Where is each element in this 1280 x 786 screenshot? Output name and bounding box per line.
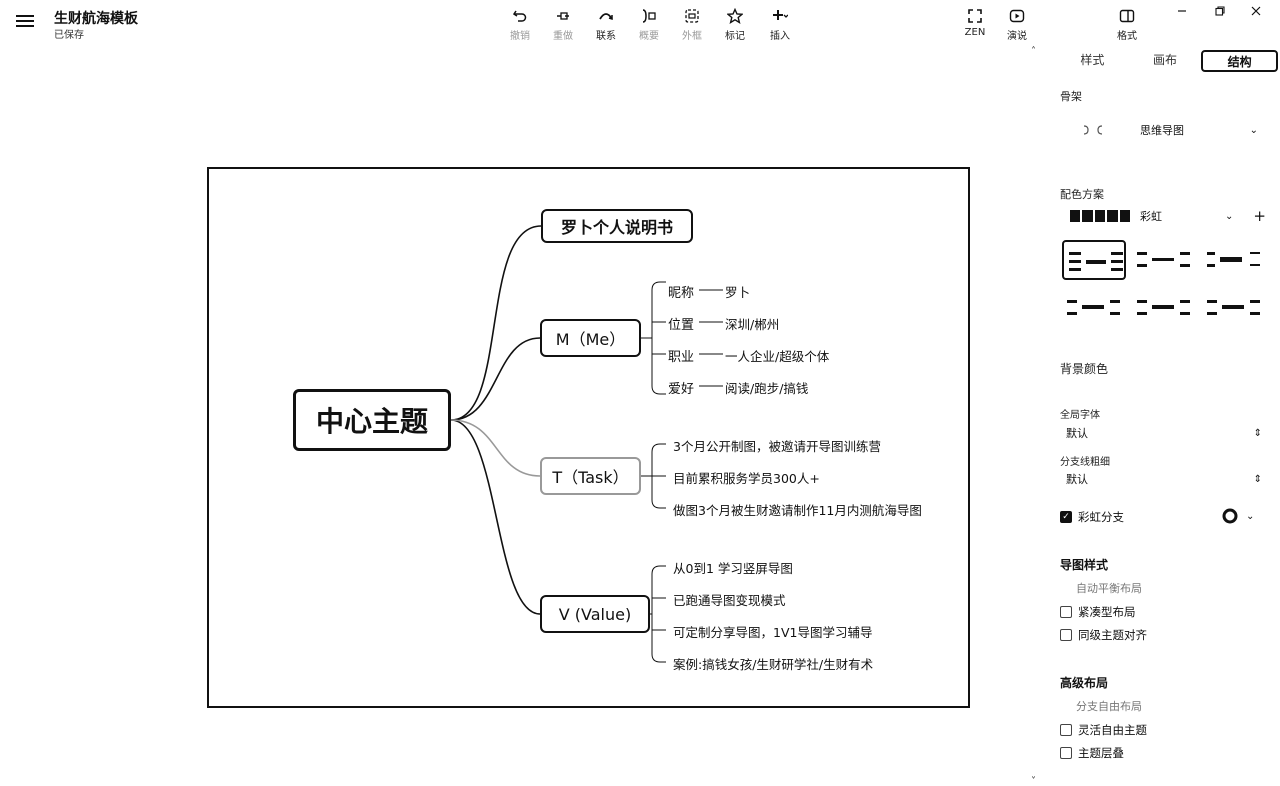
value-item[interactable]: 从0到1 学习竖屏导图	[673, 561, 793, 576]
close-icon[interactable]	[1250, 2, 1272, 18]
advanced-layout-note: 分支自由布局	[1076, 700, 1142, 713]
value-item[interactable]: 可定制分享导图，1V1导图学习辅导	[673, 625, 873, 640]
task-item[interactable]: 3个月公开制图，被邀请开导图训练营	[673, 439, 881, 454]
color-scheme-label: 配色方案	[1060, 188, 1104, 201]
branch-task[interactable]: T（Task）	[540, 457, 641, 495]
format-button[interactable]: 格式	[1105, 6, 1149, 42]
structure-select[interactable]: 思维导图 ⌄	[1082, 120, 1258, 140]
plus-icon	[758, 6, 802, 26]
marker-button[interactable]: 标记	[713, 6, 757, 42]
scroll-down-icon[interactable]: ˅	[1031, 776, 1036, 786]
restore-icon[interactable]	[1214, 2, 1236, 18]
me-location-value[interactable]: 深圳/郴州	[725, 317, 780, 332]
relation-button[interactable]: 联系	[584, 6, 628, 42]
branch-width-label: 分支线粗细	[1060, 457, 1110, 468]
title-topic[interactable]: 罗卜个人说明书	[541, 209, 693, 243]
map-style-note: 自动平衡布局	[1076, 582, 1142, 595]
layout-option[interactable]	[1202, 288, 1266, 328]
value-item[interactable]: 案例:搞钱女孩/生财研学社/生财有术	[673, 657, 874, 672]
undo-icon	[498, 6, 542, 26]
me-hobby-topic[interactable]: 爱好	[668, 382, 695, 397]
color-scheme-select[interactable]: 彩虹 ⌄ +	[1070, 206, 1266, 226]
me-hobby-value[interactable]: 阅读/跑步/搞钱	[725, 381, 809, 396]
chevron-down-icon[interactable]: ⌄	[1225, 210, 1234, 222]
align-siblings-toggle[interactable]: 同级主题对齐	[1060, 627, 1147, 643]
layout-option[interactable]	[1132, 288, 1196, 328]
chevron-down-icon: ⌄	[1246, 510, 1255, 522]
menu-icon[interactable]	[14, 12, 36, 32]
chevron-down-icon: ⌄	[1249, 124, 1258, 136]
scroll-up-icon[interactable]: ˄	[1031, 46, 1036, 57]
branch-value[interactable]: V (Value)	[540, 595, 650, 633]
checkbox-icon	[1060, 629, 1072, 641]
undo-button[interactable]: 撤销	[498, 6, 542, 42]
add-scheme-icon[interactable]: +	[1253, 207, 1266, 225]
layout-option[interactable]	[1062, 288, 1126, 328]
insert-button[interactable]: 插入	[758, 6, 802, 42]
document-title[interactable]: 生财航海模板	[54, 11, 138, 27]
checkbox-icon	[1060, 747, 1072, 759]
checkbox-checked-icon: ✓	[1060, 511, 1072, 523]
panel-tabs: 样式 画布 结构	[1056, 50, 1279, 72]
layout-options	[1060, 240, 1280, 330]
layout-option[interactable]	[1062, 240, 1126, 280]
flexible-topic-toggle[interactable]: 灵活自由主题	[1060, 722, 1147, 738]
boundary-button[interactable]: 外框	[670, 6, 714, 42]
color-scheme-swatch	[1070, 210, 1131, 222]
me-nickname-value[interactable]: 罗卜	[725, 285, 751, 300]
branch-width-select[interactable]: 默认 ⇕	[1066, 473, 1262, 486]
branch-me[interactable]: M（Me）	[540, 319, 641, 357]
global-font-select[interactable]: 默认 ⇕	[1066, 427, 1262, 440]
relation-icon	[584, 6, 628, 26]
tab-canvas[interactable]: 画布	[1153, 53, 1178, 67]
layout-option[interactable]	[1202, 240, 1266, 280]
global-font-label: 全局字体	[1060, 410, 1100, 421]
mindmap-structure-icon	[1083, 125, 1103, 135]
branch-lines	[450, 225, 723, 663]
zen-icon	[953, 6, 997, 26]
redo-icon	[541, 6, 585, 26]
structure-label: 骨架	[1060, 90, 1082, 103]
boundary-icon	[670, 6, 714, 26]
compact-layout-toggle[interactable]: 紧凑型布局	[1060, 604, 1136, 620]
play-icon	[995, 6, 1039, 26]
me-nickname-topic[interactable]: 昵称	[668, 286, 695, 301]
updown-chevron-icon: ⇕	[1253, 427, 1262, 439]
checkbox-icon	[1060, 606, 1072, 618]
tab-style[interactable]: 样式	[1080, 53, 1105, 67]
rainbow-branch-toggle[interactable]: ✓ 彩虹分支	[1060, 509, 1124, 525]
background-color-label[interactable]: 背景颜色	[1060, 362, 1109, 376]
rainbow-color-picker[interactable]: ⌄	[1222, 508, 1254, 524]
updown-chevron-icon: ⇕	[1253, 473, 1262, 485]
value-item[interactable]: 已跑通导图变现模式	[673, 593, 786, 608]
tab-structure[interactable]: 结构	[1201, 50, 1279, 72]
layout-option[interactable]	[1132, 240, 1196, 280]
central-topic[interactable]: 中心主题	[293, 389, 451, 451]
format-panel: 样式 画布 结构 骨架 思维导图 ⌄ 配色方案 彩虹 ⌄ +	[1042, 44, 1280, 786]
format-panel-icon	[1105, 6, 1149, 26]
color-wheel-icon	[1222, 508, 1238, 524]
pitch-button[interactable]: 演说	[995, 6, 1039, 42]
minimize-icon[interactable]	[1176, 2, 1198, 18]
summary-button[interactable]: 概要	[627, 6, 671, 42]
advanced-layout-heading: 高级布局	[1060, 676, 1109, 690]
redo-button[interactable]: 重做	[541, 6, 585, 42]
me-job-topic[interactable]: 职业	[668, 350, 695, 365]
mindmap-canvas[interactable]: 中心主题 罗卜个人说明书 M（Me） T（Task） V (Value) 昵称 …	[207, 167, 970, 708]
save-status: 已保存	[54, 30, 84, 41]
summary-icon	[627, 6, 671, 26]
me-location-topic[interactable]: 位置	[668, 318, 695, 333]
topic-overlap-toggle[interactable]: 主题层叠	[1060, 745, 1124, 761]
map-style-heading: 导图样式	[1060, 558, 1109, 572]
task-item[interactable]: 做图3个月被生财邀请制作11月内测航海导图	[673, 503, 922, 518]
checkbox-icon	[1060, 724, 1072, 736]
star-icon	[713, 6, 757, 26]
me-job-value[interactable]: 一人企业/超级个体	[725, 349, 830, 364]
task-item[interactable]: 目前累积服务学员300人+	[673, 471, 820, 486]
zen-button[interactable]: ZEN	[953, 6, 997, 38]
